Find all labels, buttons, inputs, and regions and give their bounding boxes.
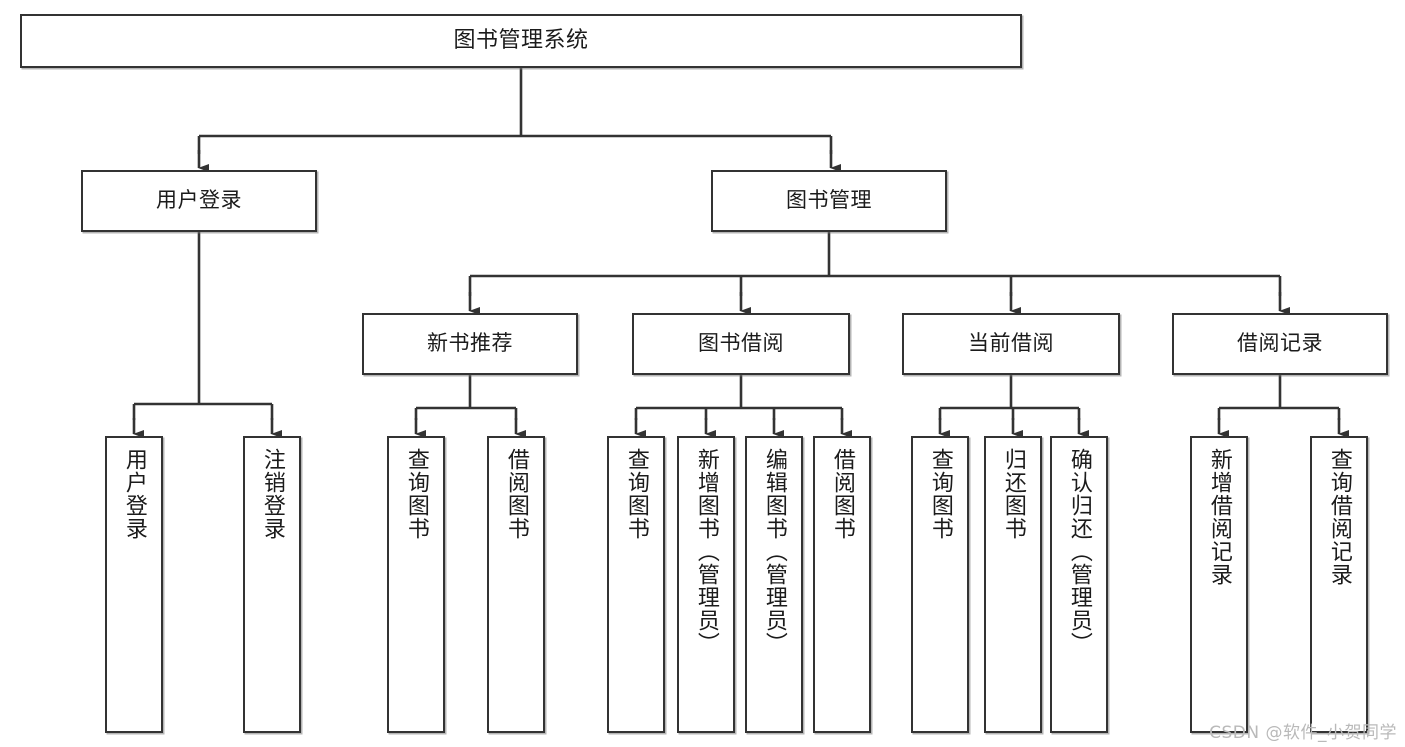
node-root-label: 图书管理系统 [453, 27, 589, 53]
node-leaf-label: 用户登录 [121, 448, 147, 540]
node-leaf-label: 查询图书 [927, 448, 953, 540]
node-user-login[interactable]: 用户登录 [81, 170, 317, 232]
node-borrow-record[interactable]: 借阅记录 [1172, 313, 1388, 375]
node-book-management[interactable]: 图书管理 [711, 170, 947, 232]
node-borrow-record-label: 借阅记录 [1237, 331, 1323, 356]
node-leaf[interactable]: 用户登录 [105, 436, 163, 733]
node-leaf[interactable]: 新增图书（管理员） [677, 436, 735, 733]
node-leaf-label: 借阅图书 [829, 448, 855, 540]
node-leaf[interactable]: 查询借阅记录 [1310, 436, 1368, 733]
node-book-borrow[interactable]: 图书借阅 [632, 313, 850, 375]
node-leaf-label: 查询图书 [403, 448, 429, 540]
node-leaf[interactable]: 新增借阅记录 [1190, 436, 1248, 733]
node-book-borrow-label: 图书借阅 [698, 331, 784, 356]
node-leaf-label: 编辑图书（管理员） [761, 448, 787, 655]
node-leaf-label: 新增图书（管理员） [693, 448, 719, 655]
watermark: CSDN @软件_小贺同学 [1209, 723, 1397, 743]
node-leaf[interactable]: 归还图书 [984, 436, 1042, 733]
node-leaf-label: 注销登录 [259, 448, 285, 540]
node-root[interactable]: 图书管理系统 [20, 14, 1022, 68]
node-current-borrow[interactable]: 当前借阅 [902, 313, 1120, 375]
node-new-book-recommend[interactable]: 新书推荐 [362, 313, 578, 375]
node-leaf[interactable]: 借阅图书 [813, 436, 871, 733]
node-leaf-label: 查询借阅记录 [1326, 448, 1352, 586]
node-leaf[interactable]: 确认归还（管理员） [1050, 436, 1108, 733]
node-current-borrow-label: 当前借阅 [968, 331, 1054, 356]
node-leaf[interactable]: 查询图书 [607, 436, 665, 733]
node-leaf[interactable]: 注销登录 [243, 436, 301, 733]
node-leaf-label: 确认归还（管理员） [1066, 448, 1092, 655]
node-leaf[interactable]: 查询图书 [387, 436, 445, 733]
node-leaf-label: 归还图书 [1000, 448, 1026, 540]
node-leaf[interactable]: 借阅图书 [487, 436, 545, 733]
node-new-book-recommend-label: 新书推荐 [427, 331, 513, 356]
node-leaf[interactable]: 编辑图书（管理员） [745, 436, 803, 733]
node-user-login-label: 用户登录 [156, 188, 242, 213]
node-book-management-label: 图书管理 [786, 188, 872, 213]
node-leaf-label: 查询图书 [623, 448, 649, 540]
node-leaf[interactable]: 查询图书 [911, 436, 969, 733]
node-leaf-label: 借阅图书 [503, 448, 529, 540]
node-leaf-label: 新增借阅记录 [1206, 448, 1232, 586]
